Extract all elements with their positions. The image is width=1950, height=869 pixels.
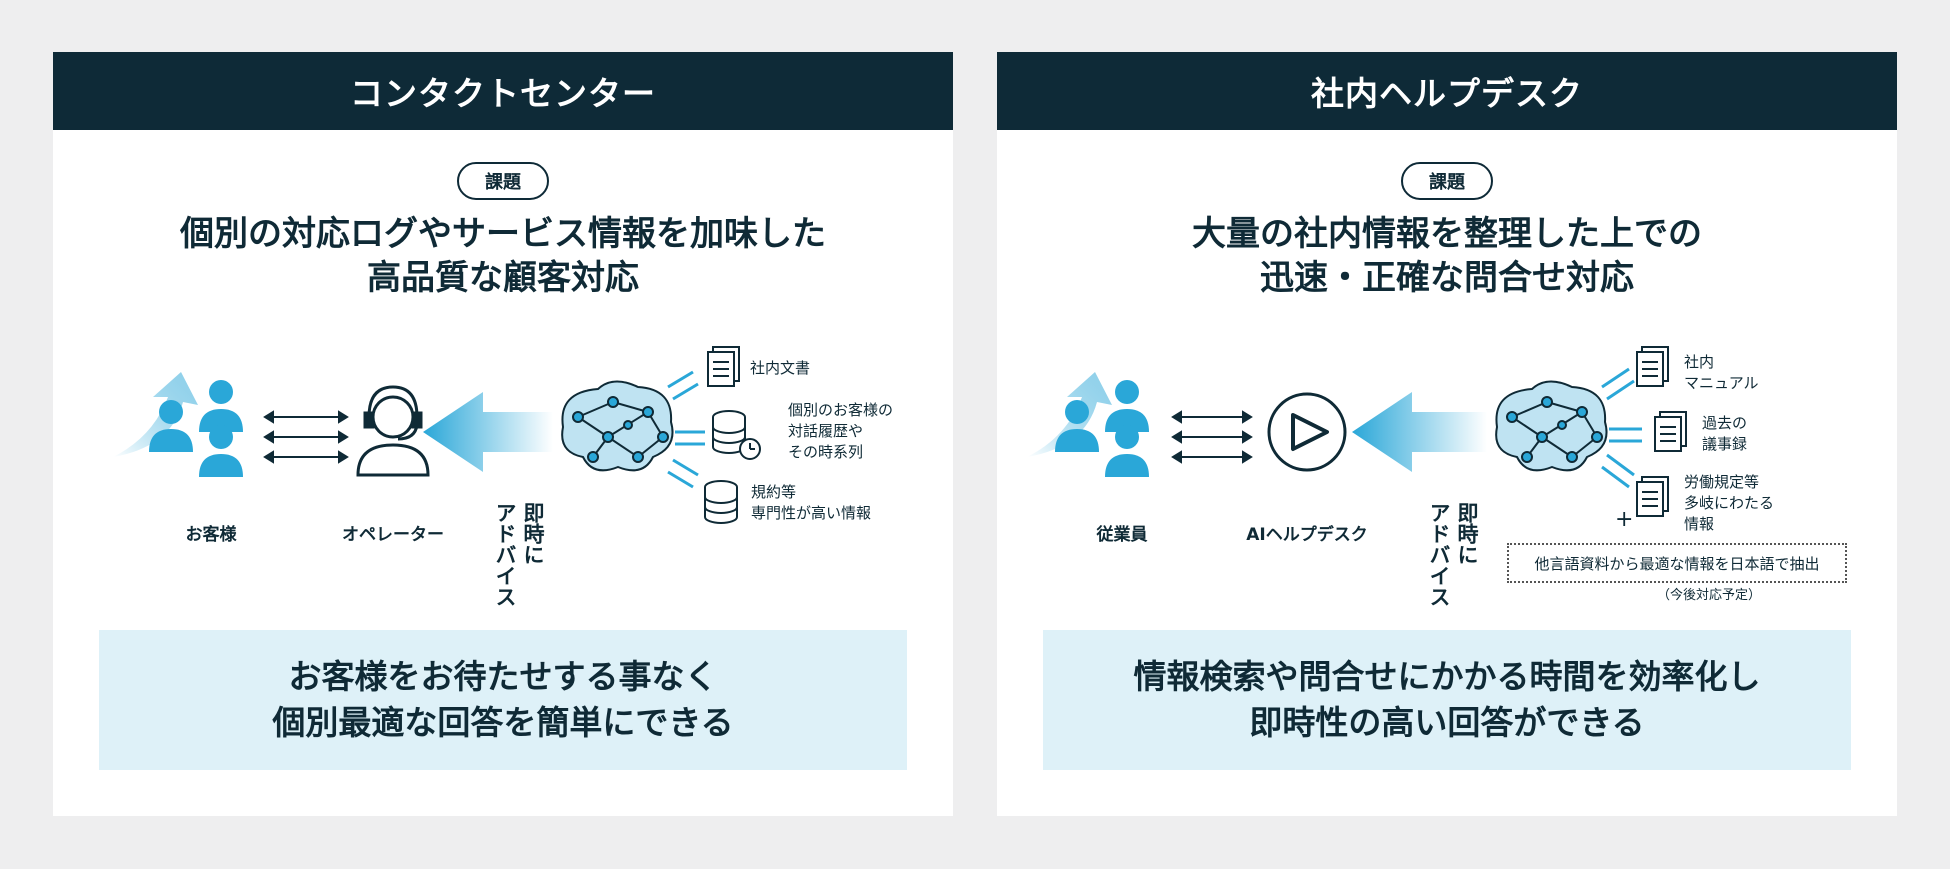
advice-arrow (423, 392, 553, 472)
advice-line-1: 即時に (521, 502, 545, 565)
doc-rules-label-2: 専門性が高い情報 (751, 504, 871, 522)
ai-brain-icon (1496, 381, 1606, 470)
document-icon (1637, 477, 1668, 516)
document-icon (1637, 347, 1668, 386)
panel-title: コンタクトセンター (53, 52, 953, 130)
database-icon (705, 481, 737, 523)
doc-minutes-label-1: 過去の (1702, 414, 1747, 432)
advice-line-2: アドバイス (493, 502, 517, 607)
doc-history-label-1: 個別のお客様の (788, 401, 893, 419)
advice-line-2: アドバイス (1427, 502, 1451, 607)
future-feature-note: 他言語資料から最適な情報を日本語で抽出 (1507, 543, 1847, 583)
result-line-2: 即時性の高い回答ができる (1249, 700, 1644, 746)
result-line-1: 情報検索や問合せにかかる時間を効率化し (1134, 654, 1761, 700)
customer-label: お客様 (186, 524, 238, 545)
headset-operator-icon (358, 387, 428, 475)
helpdesk-label: AIヘルプデスク (1246, 524, 1367, 545)
doc-history-label-2: 対話履歴や (788, 422, 863, 440)
advice-arrow (1352, 392, 1487, 472)
document-icon (708, 347, 739, 386)
headline-line-2: 迅速・正確な問合せ対応 (997, 256, 1897, 300)
doc-manual-label-2: マニュアル (1684, 374, 1759, 392)
operator-label: オペレーター (342, 525, 444, 545)
contact-center-diagram: お客様 オペレーター 即時に アドバイス (53, 317, 953, 657)
future-feature-status: （今後対応予定） (1657, 584, 1761, 603)
issue-badge: 課題 (457, 162, 549, 200)
play-logo-icon (1269, 394, 1345, 470)
plus-sign: + (1615, 507, 1633, 532)
panel-helpdesk: 社内ヘルプデスク 課題 大量の社内情報を整理した上での 迅速・正確な問合せ対応 … (997, 52, 1897, 816)
employee-label: 従業員 (1096, 524, 1148, 545)
advice-line-1: 即時に (1455, 502, 1479, 565)
doc-rules-label-1: 労働規定等 (1684, 473, 1759, 491)
doc-history-label-3: その時系列 (788, 443, 863, 461)
headline-line-2: 高品質な顧客対応 (53, 256, 953, 300)
doc-rules-label-3: 情報 (1684, 515, 1714, 533)
doc-rules-label-1: 規約等 (751, 483, 796, 501)
result-box: お客様をお待たせする事なく 個別最適な回答を簡単にできる (99, 630, 907, 770)
panel-title: 社内ヘルプデスク (997, 52, 1897, 130)
exchange-arrows (265, 412, 347, 462)
helpdesk-diagram: 従業員 AIヘルプデスク 即時に アドバイス (997, 317, 1897, 657)
document-icon (1655, 412, 1686, 451)
doc-manual-label-1: 社内 (1684, 353, 1714, 371)
result-line-1: お客様をお待たせする事なく (289, 654, 718, 700)
doc-minutes-label-2: 議事録 (1702, 435, 1747, 453)
database-clock-icon (713, 411, 760, 459)
result-line-2: 個別最適な回答を簡単にできる (272, 700, 733, 746)
result-box: 情報検索や問合せにかかる時間を効率化し 即時性の高い回答ができる (1043, 630, 1851, 770)
panel-contact-center: コンタクトセンター 課題 個別の対応ログやサービス情報を加味した 高品質な顧客対… (53, 52, 953, 816)
headline-line-1: 個別の対応ログやサービス情報を加味した (53, 212, 953, 256)
data-link-arrows (668, 372, 705, 487)
exchange-arrows (1173, 412, 1251, 462)
issue-badge: 課題 (1401, 162, 1493, 200)
doc-internal-label: 社内文書 (750, 359, 810, 377)
headline-line-1: 大量の社内情報を整理した上での (997, 212, 1897, 256)
ai-brain-icon (562, 381, 672, 470)
doc-rules-label-2: 多岐にわたる (1684, 494, 1774, 512)
